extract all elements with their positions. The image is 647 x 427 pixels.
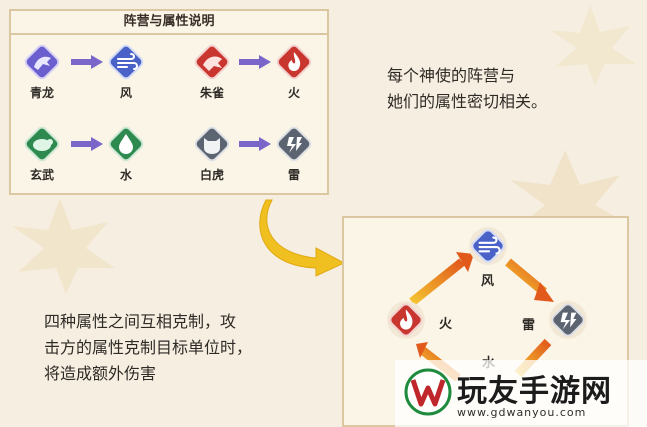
- arrow-right-icon: [71, 137, 103, 151]
- restraint-description-line-3: 将造成额外伤害: [44, 364, 157, 383]
- site-url: www.gdwanyou.com: [457, 406, 587, 419]
- water-element-icon: [108, 126, 144, 162]
- fire-element-icon: [276, 44, 312, 80]
- panel-title: 阵营与属性说明: [11, 11, 327, 35]
- faction-label-xuanwu: 玄武: [29, 168, 54, 182]
- fire-element-icon: [387, 301, 425, 339]
- diagram-label-wind: 风: [481, 274, 495, 289]
- black-tortoise-icon: [24, 126, 60, 162]
- faction-description-line-1: 每个神使的阵营与: [387, 66, 516, 85]
- vermilion-bird-icon: [194, 44, 230, 80]
- faction-description-line-2: 她们的属性密切相关。: [387, 92, 548, 111]
- wind-element-icon: [469, 227, 507, 265]
- restraint-description-line-1: 四种属性之间互相克制，攻: [44, 312, 237, 331]
- wind-element-icon: [108, 44, 144, 80]
- element-label-thunder: 雷: [287, 168, 300, 182]
- faction-label-qinglong: 青龙: [29, 86, 54, 100]
- azure-dragon-icon: [24, 44, 60, 80]
- curved-arrow-icon: [259, 199, 346, 277]
- restraint-description: 四种属性之间互相克制，攻 击方的属性克制目标单位时， 将造成额外伤害: [44, 309, 314, 387]
- site-logo-icon: [404, 368, 452, 416]
- thunder-element-icon: [549, 301, 587, 339]
- restraint-description-line-2: 击方的属性克制目标单位时，: [44, 338, 253, 357]
- white-tiger-icon: [194, 126, 230, 162]
- maple-leaf-decoration: [12, 198, 115, 294]
- faction-label-baihu: 白虎: [199, 168, 224, 182]
- element-label-wind: 风: [119, 86, 132, 100]
- site-watermark: 玩友手游网 www.gdwanyou.com: [395, 360, 647, 427]
- faction-label-zhuque: 朱雀: [199, 86, 224, 100]
- maple-leaf-decoration: [510, 150, 630, 255]
- maple-leaf-decoration: [550, 5, 636, 86]
- arrow-right-icon: [71, 55, 103, 69]
- arrow-right-icon: [239, 55, 271, 69]
- site-name: 玩友手游网: [457, 374, 612, 409]
- diagram-label-thunder: 雷: [522, 318, 536, 333]
- element-label-water: 水: [119, 168, 132, 182]
- thunder-element-icon: [276, 126, 312, 162]
- diagram-label-fire: 火: [439, 317, 453, 332]
- faction-description: 每个神使的阵营与 她们的属性密切相关。: [387, 63, 627, 115]
- faction-element-panel: 阵营与属性说明 青龙 风 朱雀 火 玄武 水: [9, 9, 329, 195]
- element-label-fire: 火: [287, 86, 300, 100]
- arrow-right-icon: [239, 137, 271, 151]
